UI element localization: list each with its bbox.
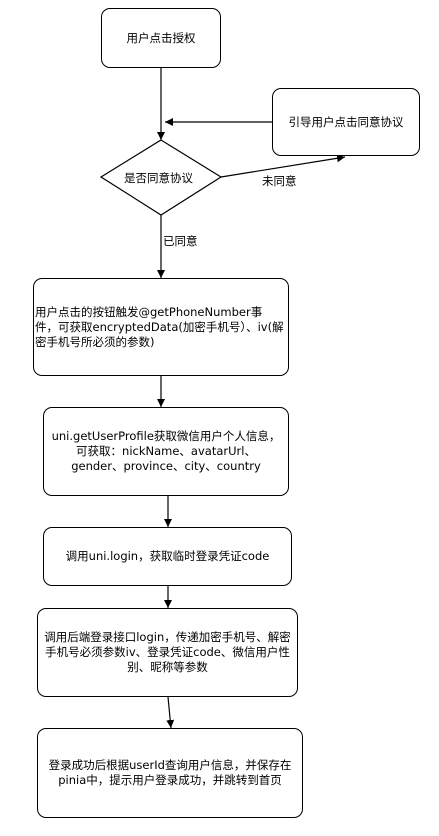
node-login: 调用uni.login，获取临时登录凭证code [43, 527, 292, 586]
node-final-label: 登录成功后根据userId查询用户信息，并保存在pinia中，提示用户登录成功，… [48, 758, 292, 787]
decision-label: 是否同意协议 [124, 171, 193, 185]
node-get-phone-label: 用户点击的按钮触发@getPhoneNumber事件，可获取encryptedD… [35, 304, 284, 349]
node-start: 用户点击授权 [101, 8, 221, 68]
edge-not-agreed-label: 未同意 [262, 173, 297, 189]
node-guide-label: 引导用户点击同意协议 [288, 114, 404, 129]
edge-decision-to-guide [220, 154, 346, 178]
node-guide: 引导用户点击同意协议 [272, 88, 420, 156]
node-get-profile-label: uni.getUserProfile获取微信用户个人信息，可获取：nickNam… [51, 429, 281, 473]
node-get-profile: uni.getUserProfile获取微信用户个人信息，可获取：nickNam… [43, 407, 289, 496]
edge-backend-to-final [166, 696, 175, 729]
node-final: 登录成功后根据userId查询用户信息，并保存在pinia中，提示用户登录成功，… [37, 728, 303, 818]
node-get-phone: 用户点击的按钮触发@getPhoneNumber事件，可获取encryptedD… [33, 278, 289, 376]
node-backend-label: 调用后端登录接口login，传递加密手机号、解密手机号必须参数iv、登录凭证co… [44, 630, 291, 674]
node-start-label: 用户点击授权 [126, 30, 196, 45]
node-login-label: 调用uni.login，获取临时登录凭证code [65, 549, 270, 563]
edge-agreed-label: 已同意 [163, 233, 198, 249]
decision-diamond [99, 139, 223, 216]
node-backend: 调用后端登录接口login，传递加密手机号、解密手机号必须参数iv、登录凭证co… [37, 608, 298, 697]
